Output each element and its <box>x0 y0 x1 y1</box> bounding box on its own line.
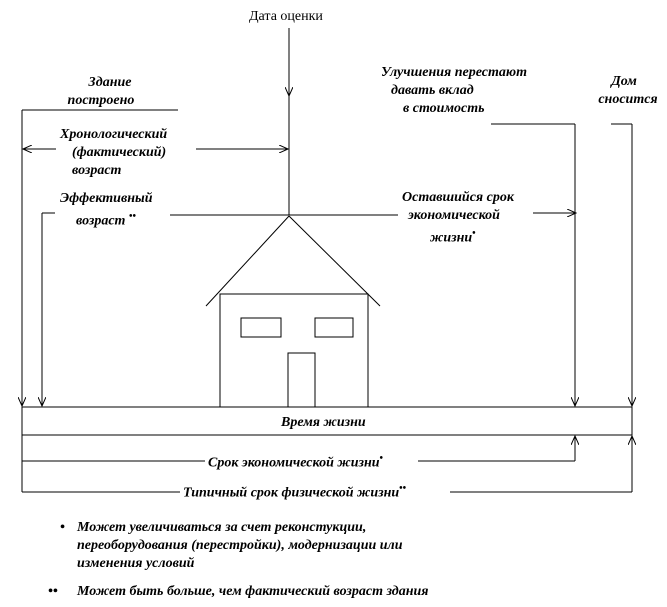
physical-life-text: Типичный срок физической жизни <box>183 485 400 501</box>
remaining-line-2: экономической <box>408 208 500 223</box>
remaining-life-label: Оставшийся срок экономической жизни• <box>402 189 514 248</box>
roof-left <box>205 215 290 307</box>
chrono-age-line-2: (фактический) <box>72 145 167 160</box>
valuation-date-label: Дата оценки <box>249 9 323 24</box>
building-built-label: Здание построено <box>60 74 160 110</box>
footnote-1-mark: • <box>60 520 65 535</box>
house-window-left <box>240 317 282 338</box>
footnote-2-line-1: Может быть больше, чем фактический возра… <box>77 584 429 599</box>
effective-age-line-2: возраст <box>76 213 126 229</box>
chrono-age-line-3: возраст <box>72 163 122 178</box>
footnote-1-line-2: переоборудования (перестройки), модерниз… <box>77 538 403 553</box>
chrono-age-line-1: Хронологический <box>60 127 168 142</box>
chrono-age-label: Хронологический (фактический) возраст <box>60 126 167 180</box>
building-built-line-1: Здание <box>88 75 132 90</box>
demolished-line-1: Дом <box>611 74 637 89</box>
demolished-label: Дом сносится <box>588 73 667 109</box>
footnote-1-line-3: изменения условий <box>77 556 195 571</box>
lifetime-label: Время жизни <box>281 415 366 430</box>
economic-life-label: Срок экономической жизни• <box>208 450 383 473</box>
remaining-mark: • <box>472 228 476 239</box>
house-window-right <box>314 317 354 338</box>
footnote-2: Может быть больше, чем фактический возра… <box>77 583 428 601</box>
house-body <box>219 293 369 408</box>
physical-life-label: Типичный срок физической жизни•• <box>183 480 406 503</box>
economic-life-text: Срок экономической жизни <box>208 455 380 471</box>
demolished-line-2: сносится <box>598 92 658 107</box>
improvements-label: Улучшения перестают давать вклад в стоим… <box>381 64 527 118</box>
roof-right <box>288 215 381 307</box>
improvements-line-3: в стоимость <box>403 101 485 116</box>
remaining-line-1: Оставшийся срок <box>402 190 514 205</box>
effective-age-label: Эффективный возраст •• <box>60 190 152 231</box>
building-built-line-2: построено <box>67 93 135 108</box>
footnote-2-mark: •• <box>48 584 58 599</box>
lifetime-bar <box>21 406 633 436</box>
physical-life-mark: •• <box>399 483 407 494</box>
improvements-line-1: Улучшения перестают <box>381 65 527 80</box>
improvements-line-2: давать вклад <box>391 83 474 98</box>
effective-age-mark: •• <box>128 211 136 222</box>
footnote-1: Может увеличиваться за счет реконстукции… <box>77 519 403 573</box>
effective-age-line-1: Эффективный <box>60 191 153 206</box>
economic-life-mark: • <box>379 453 384 464</box>
remaining-line-3: жизни <box>430 230 473 246</box>
footnote-1-line-1: Может увеличиваться за счет реконстукции… <box>77 520 367 535</box>
house-door <box>287 352 316 408</box>
